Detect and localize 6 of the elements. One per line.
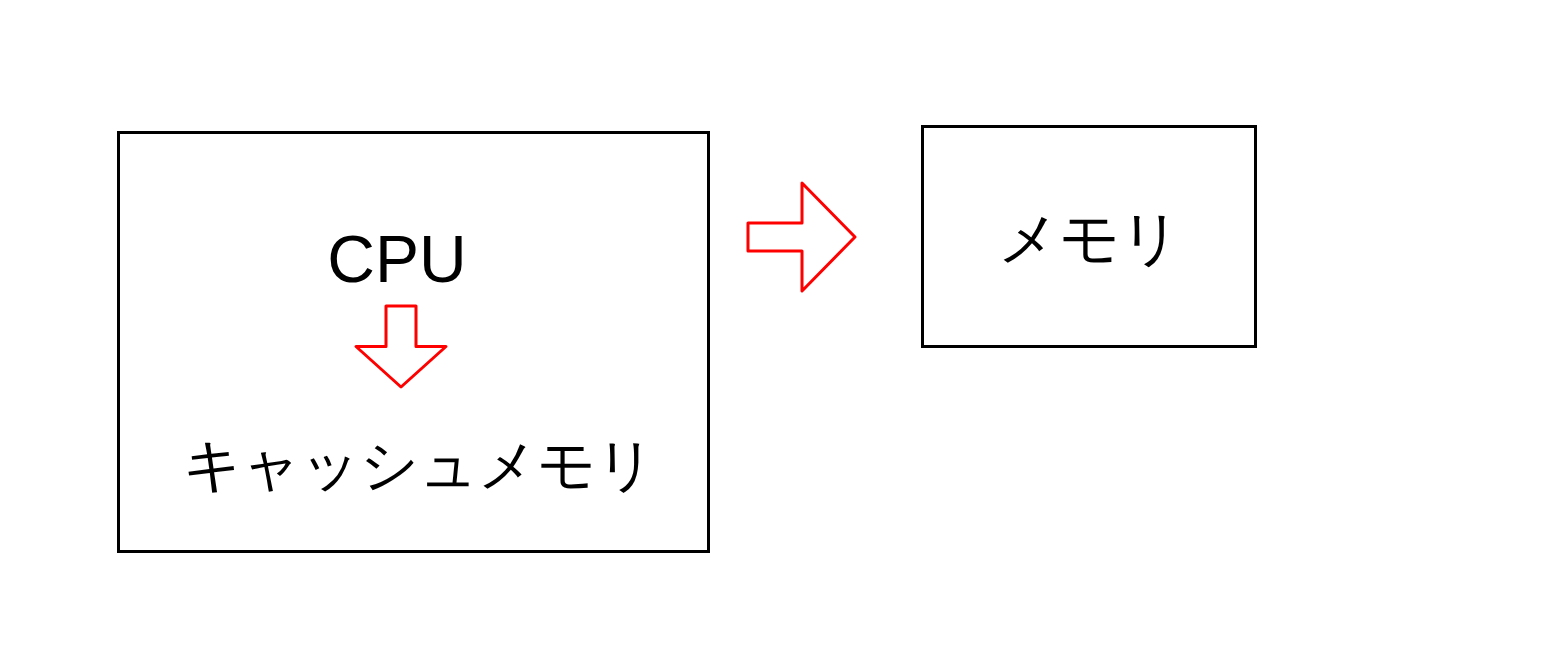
component-label: キャッシュメモリ	[183, 436, 655, 494]
component-box: メモリ	[921, 125, 1257, 348]
block-arrow	[746, 181, 857, 293]
component-box	[117, 131, 710, 553]
component-label: CPU	[327, 226, 467, 292]
block-arrow	[354, 304, 448, 389]
